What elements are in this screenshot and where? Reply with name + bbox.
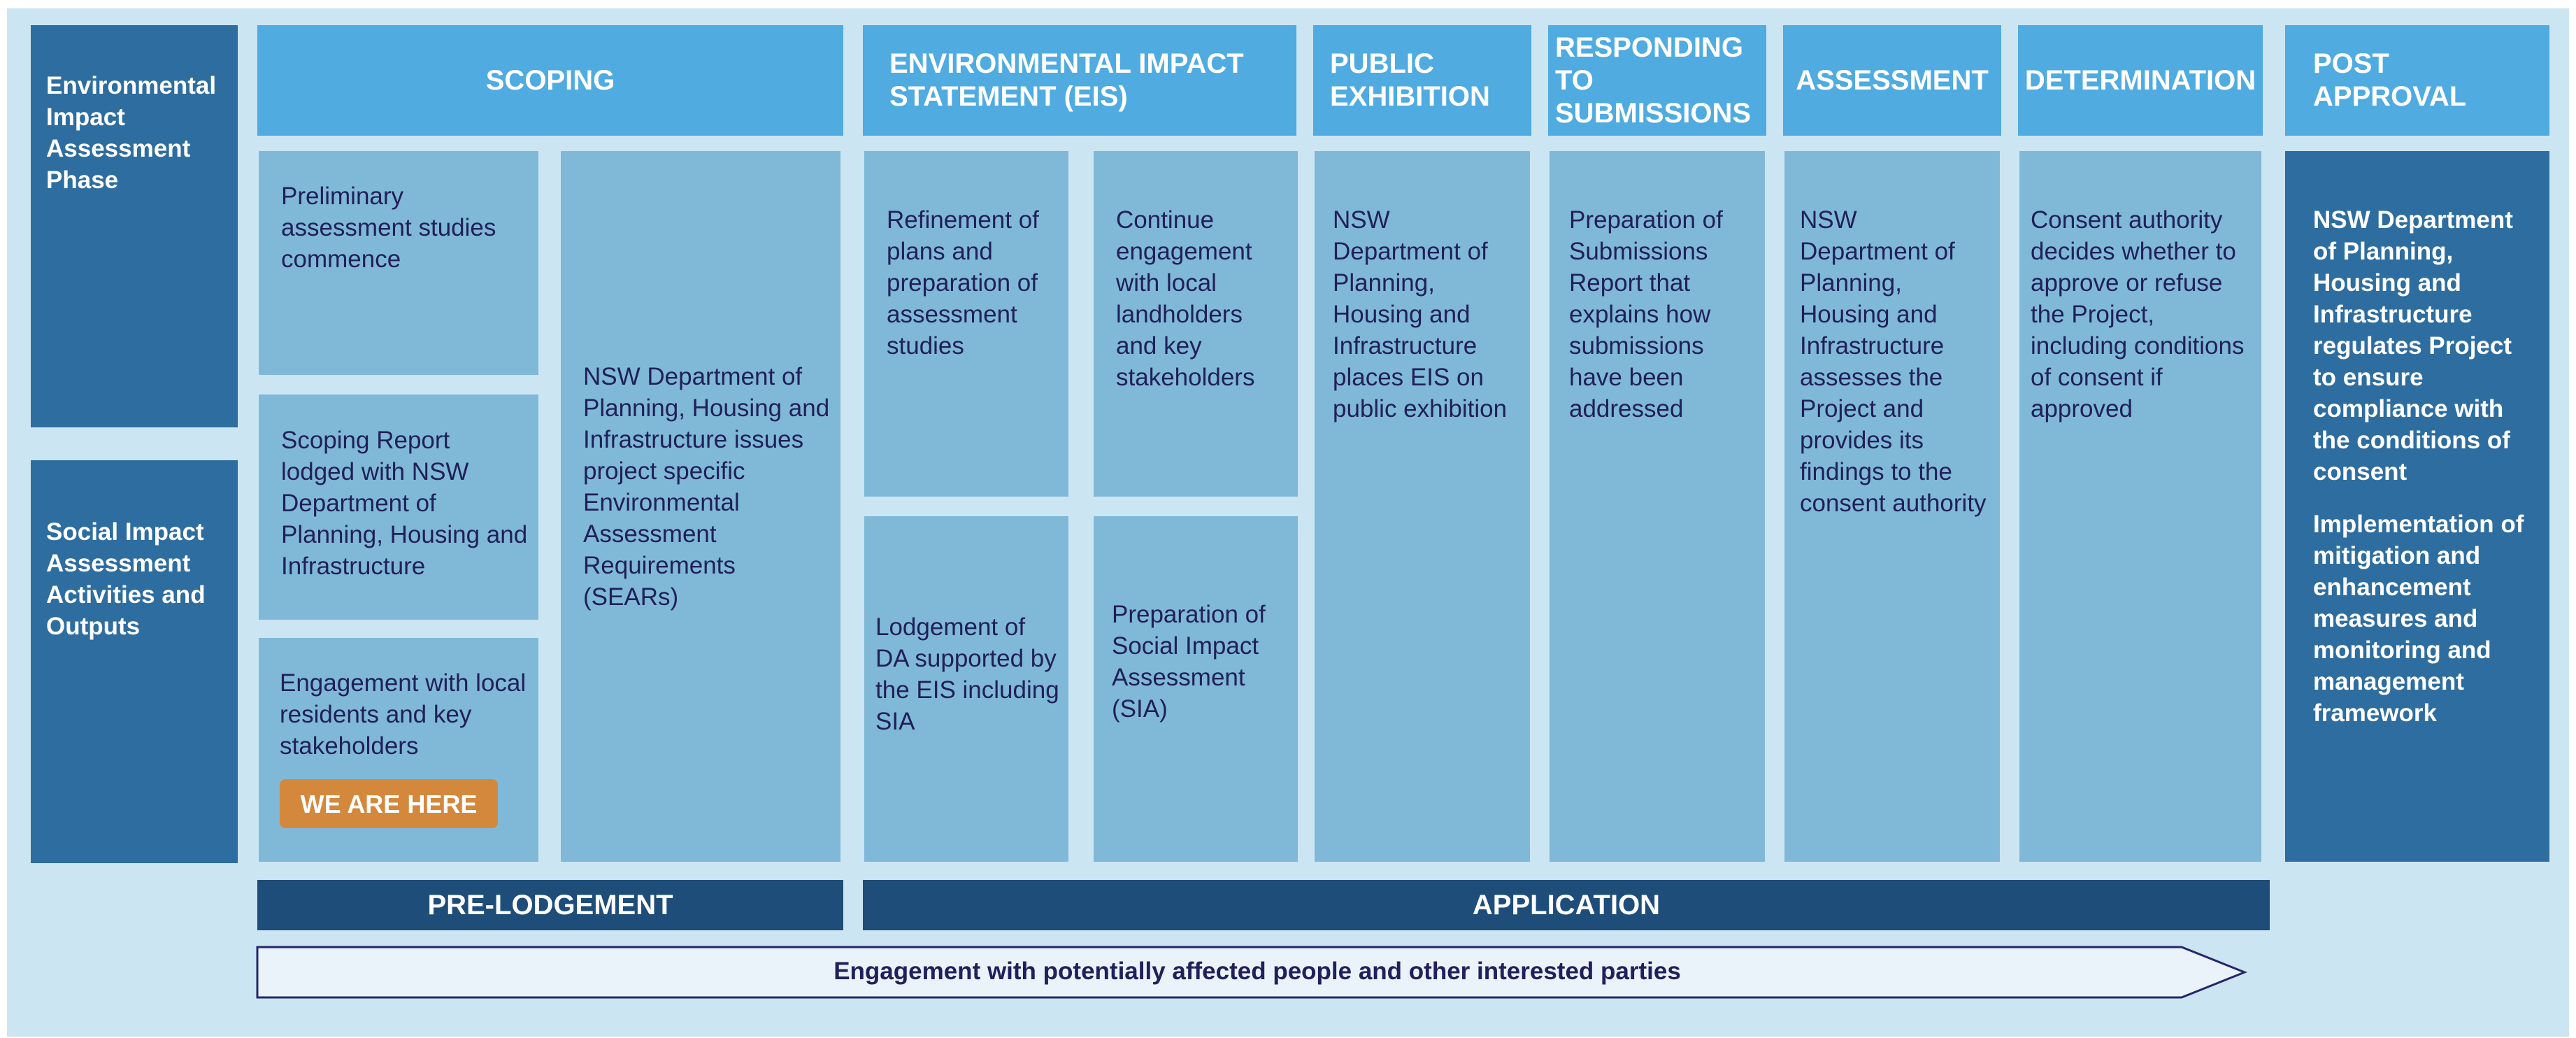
phase-header-eis: ENVIRONMENTAL IMPACT STATEMENT (EIS)	[863, 25, 1296, 136]
activity-lodgement-of-da-text: Lodgement of DA supported by the EIS inc…	[875, 613, 1059, 735]
activity-assessment-text: NSW Department of Planning, Housing and …	[1800, 206, 1987, 517]
phase-header-assessment: ASSESSMENT	[1783, 25, 2001, 136]
activity-refinement-of-plans: Refinement of plans and preparation of a…	[864, 151, 1068, 497]
activity-submissions-report: Preparation of Submissions Report that e…	[1550, 151, 1765, 862]
activity-scoping-report-text: Scoping Report lodged with NSW Departmen…	[281, 427, 528, 580]
engagement-arrow-label: Engagement with potentially affected peo…	[833, 958, 1681, 985]
stage-pre-lodgement-text: PRE-LODGEMENT	[427, 889, 673, 920]
row-label-sia-activities: Social Impact Assessment Activities and …	[31, 460, 238, 863]
phase-header-scoping-text: SCOPING	[485, 64, 615, 96]
stage-application-text: APPLICATION	[1472, 889, 1661, 920]
activity-public-exhibition: NSW Department of Planning, Housing and …	[1315, 151, 1530, 862]
activity-sears: NSW Department of Planning, Housing and …	[561, 151, 840, 862]
activity-refinement-of-plans-text: Refinement of plans and preparation of a…	[887, 206, 1039, 360]
activity-lodgement-of-da: Lodgement of DA supported by the EIS inc…	[864, 516, 1068, 862]
phase-header-determination: DETERMINATION	[2018, 25, 2263, 136]
activity-sia-preparation: Preparation of Social Impact Assessment …	[1094, 516, 1298, 862]
activity-continue-engagement: Continue engagement with local landholde…	[1094, 151, 1298, 497]
activity-scoping-report: Scoping Report lodged with NSW Departmen…	[259, 394, 538, 620]
row-label-sia-activities-text: Social Impact Assessment Activities and …	[46, 518, 206, 640]
phase-header-scoping: SCOPING	[257, 25, 843, 136]
activity-determination-text: Consent authority decides whether to app…	[2031, 206, 2245, 422]
we-are-here-badge-text: WE ARE HERE	[300, 789, 478, 818]
activity-public-exhibition-text: NSW Department of Planning, Housing and …	[1333, 206, 1508, 422]
phase-header-determination-text: DETERMINATION	[2024, 64, 2256, 96]
activity-assessment: NSW Department of Planning, Housing and …	[1784, 151, 2000, 862]
activity-engagement-local-residents: Engagement with local residents and key …	[259, 638, 538, 862]
phase-header-eis-text: ENVIRONMENTAL IMPACT STATEMENT (EIS)	[889, 48, 1244, 112]
activity-sia-preparation-text: Preparation of Social Impact Assessment …	[1112, 601, 1266, 723]
we-are-here-badge: WE ARE HERE	[280, 779, 498, 828]
activity-implementation-text: Implementation of mitigation and enhance…	[2313, 511, 2524, 727]
stage-pre-lodgement: PRE-LODGEMENT	[257, 880, 843, 930]
activity-determination: Consent authority decides whether to app…	[2019, 151, 2261, 862]
engagement-arrow	[256, 946, 2248, 999]
activity-post-approval: NSW Department of Planning, Housing and …	[2285, 151, 2549, 862]
activity-sears-text: NSW Department of Planning, Housing and …	[583, 363, 830, 611]
activity-regulates-text: NSW Department of Planning, Housing and …	[2313, 206, 2513, 485]
engagement-arrow-shape	[256, 946, 2248, 999]
phase-header-public-exhibition-text: PUBLIC EXHIBITION	[1330, 48, 1490, 112]
row-label-eia-phase-text: Environmental Impact Assessment Phase	[46, 72, 217, 194]
row-label-eia-phase: Environmental Impact Assessment Phase	[31, 25, 238, 427]
activity-engagement-local-residents-text: Engagement with local residents and key …	[280, 669, 527, 760]
phase-header-responding: RESPONDING TO SUBMISSIONS	[1548, 25, 1766, 136]
phase-header-responding-text: RESPONDING TO SUBMISSIONS	[1555, 31, 1752, 129]
activity-preliminary-studies-text: Preliminary assessment studies commence	[281, 183, 496, 273]
activity-continue-engagement-text: Continue engagement with local landholde…	[1116, 206, 1255, 391]
activity-submissions-report-text: Preparation of Submissions Report that e…	[1569, 206, 1723, 422]
phase-header-post-approval: POST APPROVAL	[2285, 25, 2549, 136]
phase-header-public-exhibition: PUBLIC EXHIBITION	[1313, 25, 1531, 136]
phase-header-assessment-text: ASSESSMENT	[1796, 64, 1989, 96]
stage-application: APPLICATION	[863, 880, 2270, 930]
activity-preliminary-studies: Preliminary assessment studies commence	[259, 151, 538, 375]
phase-header-post-approval-text: POST APPROVAL	[2313, 48, 2467, 112]
